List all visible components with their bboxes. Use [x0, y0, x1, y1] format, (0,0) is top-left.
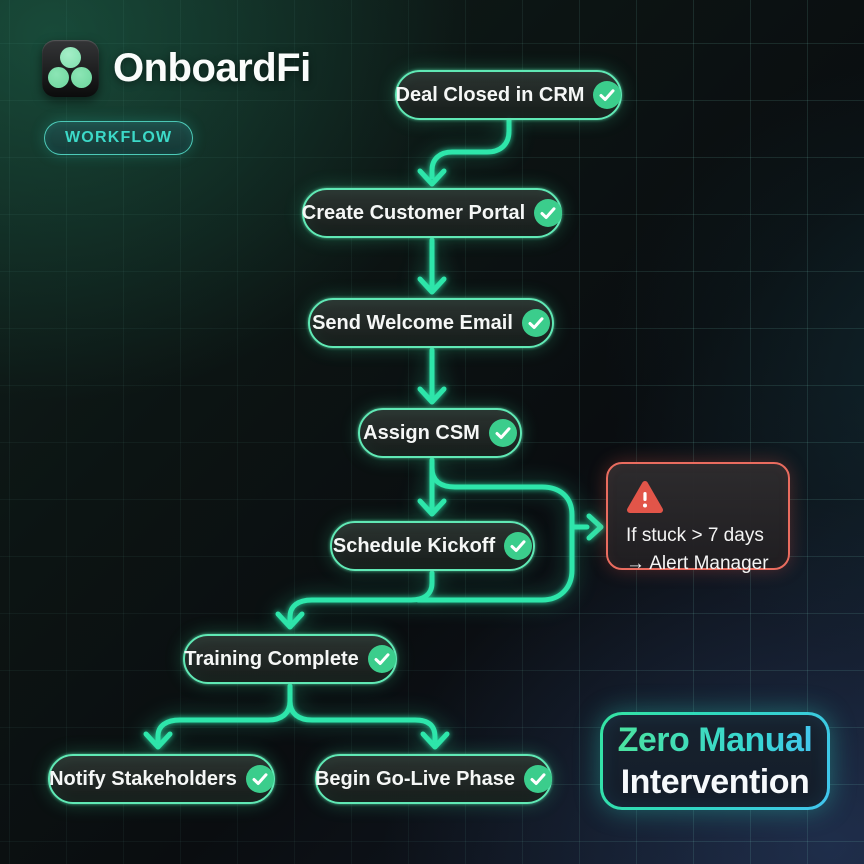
node-label: Notify Stakeholders — [49, 767, 237, 790]
callout-line1: Zero Manual — [617, 721, 813, 759]
arrowhead-icon — [417, 276, 447, 295]
node-deal-closed[interactable]: Deal Closed in CRM — [395, 70, 622, 120]
node-label: Send Welcome Email — [312, 311, 513, 334]
edge-bypass-loop — [415, 465, 575, 603]
logo-dot — [60, 47, 81, 68]
node-label: Training Complete — [184, 647, 359, 670]
logo-dot — [71, 67, 92, 88]
alert-action-text: → Alert Manager — [626, 553, 769, 574]
check-circle-icon — [521, 309, 550, 337]
arrowhead-icon — [420, 731, 450, 750]
node-notify-stakeholders[interactable]: Notify Stakeholders — [48, 754, 275, 804]
node-send-welcome[interactable]: Send Welcome Email — [308, 298, 554, 348]
node-label: Deal Closed in CRM — [395, 83, 585, 106]
logo-dot — [48, 67, 69, 88]
arrowhead-icon — [586, 513, 604, 541]
check-circle-icon — [367, 645, 396, 673]
warning-triangle-icon — [627, 481, 663, 513]
check-circle-icon — [504, 532, 533, 560]
node-training-complete[interactable]: Training Complete — [183, 634, 397, 684]
node-label: Begin Go-Live Phase — [314, 767, 516, 790]
arrowhead-icon — [417, 168, 447, 187]
arrowhead-icon — [417, 386, 447, 405]
edge-training-to-notify — [155, 683, 293, 744]
arrowhead-icon — [275, 611, 305, 630]
node-label: Schedule Kickoff — [332, 534, 496, 557]
node-schedule-kickoff[interactable]: Schedule Kickoff — [330, 521, 535, 571]
arrowhead-icon — [417, 498, 447, 517]
node-label: Create Customer Portal — [301, 201, 526, 224]
node-begin-golive[interactable]: Begin Go-Live Phase — [314, 754, 553, 804]
alert-manager-box[interactable]: If stuck > 7 days → Alert Manager — [606, 462, 790, 574]
check-circle-icon — [593, 81, 622, 109]
workflow-badge: WORKFLOW — [44, 121, 194, 155]
edge-kickoff-to-training — [287, 570, 435, 624]
edge-training-to-golive — [287, 698, 438, 744]
check-circle-icon — [524, 765, 553, 793]
arrowhead-icon — [143, 731, 173, 750]
brand-logo-icon — [42, 40, 99, 97]
zero-manual-callout: Zero Manual Intervention — [600, 712, 830, 810]
node-create-portal[interactable]: Create Customer Portal — [301, 188, 563, 238]
brand-title: OnboardFi — [113, 46, 311, 90]
check-circle-icon — [245, 765, 274, 793]
callout-line2: Intervention — [620, 763, 810, 801]
check-circle-icon — [488, 419, 517, 447]
check-circle-icon — [534, 199, 563, 227]
node-assign-csm[interactable]: Assign CSM — [358, 408, 522, 458]
node-label: Assign CSM — [363, 421, 480, 444]
alert-condition-text: If stuck > 7 days — [626, 525, 764, 546]
edge-deal-to-portal — [429, 116, 512, 180]
